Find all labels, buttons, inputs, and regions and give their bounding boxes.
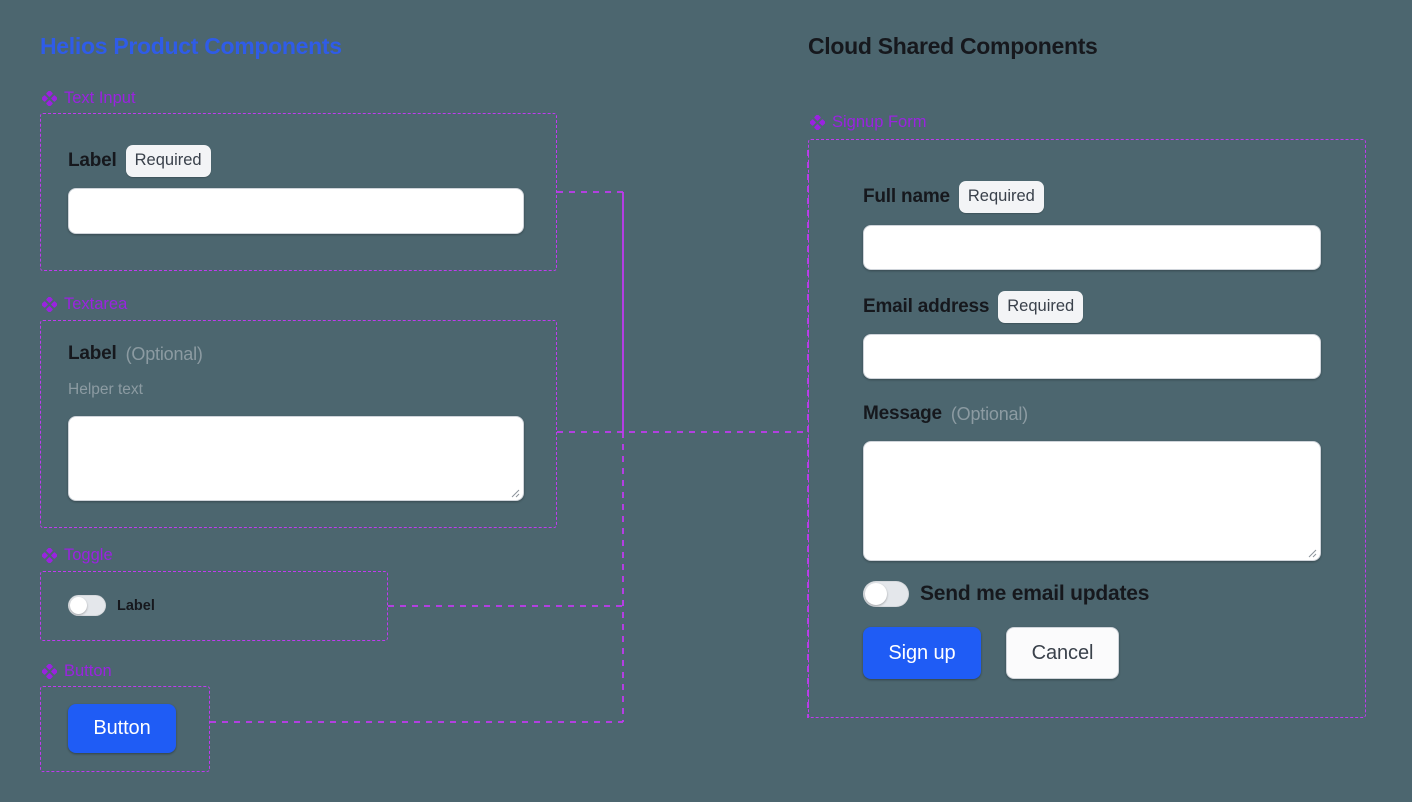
component-diamond-icon bbox=[809, 114, 826, 131]
field-label: Message bbox=[863, 403, 942, 424]
page-title-left: Helios Product Components bbox=[40, 33, 342, 59]
field-label: Label bbox=[68, 343, 117, 364]
connector-text-input bbox=[557, 191, 624, 432]
section-label-text: Toggle bbox=[64, 546, 113, 564]
component-box-text-input bbox=[40, 113, 557, 271]
email-updates-toggle[interactable] bbox=[863, 581, 909, 607]
component-diamond-icon bbox=[41, 663, 58, 680]
component-box-textarea bbox=[40, 320, 557, 528]
optional-text: (Optional) bbox=[125, 343, 203, 364]
component-box-toggle bbox=[40, 571, 388, 641]
sign-up-button[interactable]: Sign up bbox=[863, 627, 981, 679]
field-label-row-text-input: Label Required bbox=[68, 145, 211, 177]
resize-handle-icon[interactable] bbox=[508, 486, 520, 498]
section-label-signup-form: Signup Form bbox=[809, 113, 927, 132]
component-diamond-icon bbox=[41, 90, 58, 107]
text-input-field[interactable] bbox=[68, 188, 524, 234]
component-box-signup-form bbox=[808, 139, 1366, 718]
field-label-row-full-name: Full name Required bbox=[863, 181, 1044, 213]
textarea-field[interactable] bbox=[68, 416, 524, 501]
section-label-textarea: Textarea bbox=[41, 295, 128, 314]
demo-button[interactable]: Button bbox=[68, 704, 176, 753]
section-label-toggle: Toggle bbox=[41, 546, 113, 565]
field-label: Email address bbox=[863, 295, 990, 317]
component-box-button bbox=[40, 686, 210, 772]
toggle-label: Label bbox=[117, 597, 155, 614]
required-badge: Required bbox=[958, 181, 1044, 213]
required-badge: Required bbox=[998, 291, 1084, 323]
field-label-row-textarea: Label (Optional) bbox=[68, 343, 203, 365]
cancel-button[interactable]: Cancel bbox=[1006, 627, 1119, 679]
section-label-text: Button bbox=[64, 662, 112, 680]
component-diamond-icon bbox=[41, 296, 58, 313]
section-label-text: Signup Form bbox=[832, 113, 927, 131]
toggle-row[interactable]: Label bbox=[68, 595, 155, 616]
field-label-row-message: Message (Optional) bbox=[863, 403, 1028, 425]
email-updates-toggle-row[interactable]: Send me email updates bbox=[863, 581, 1149, 607]
required-badge: Required bbox=[125, 145, 211, 177]
helper-text: Helper text bbox=[68, 381, 143, 398]
field-label: Label bbox=[68, 149, 117, 171]
optional-text: (Optional) bbox=[950, 403, 1028, 424]
message-textarea[interactable] bbox=[863, 441, 1321, 561]
resize-handle-icon[interactable] bbox=[1305, 546, 1317, 558]
toggle-knob bbox=[70, 597, 87, 614]
field-label-row-email: Email address Required bbox=[863, 291, 1084, 323]
page-title-right: Cloud Shared Components bbox=[808, 33, 1098, 59]
component-diamond-icon bbox=[41, 547, 58, 564]
section-label-text: Textarea bbox=[64, 295, 128, 313]
section-label-button: Button bbox=[41, 662, 112, 681]
full-name-input[interactable] bbox=[863, 225, 1321, 270]
email-input[interactable] bbox=[863, 334, 1321, 379]
email-updates-label: Send me email updates bbox=[920, 582, 1150, 605]
field-label: Full name bbox=[863, 185, 950, 207]
toggle-knob bbox=[865, 583, 887, 605]
section-label-text-input: Text Input bbox=[41, 89, 136, 108]
section-label-text: Text Input bbox=[64, 89, 136, 107]
toggle-switch[interactable] bbox=[68, 595, 106, 616]
